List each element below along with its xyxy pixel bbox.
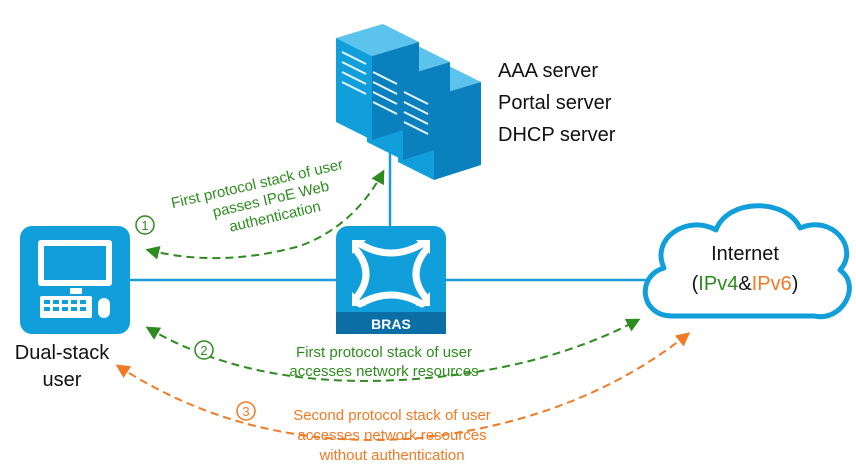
- paren-close: ): [792, 273, 799, 295]
- computer-icon: [38, 240, 112, 318]
- step2-line1: First protocol stack of user: [296, 344, 472, 361]
- paren-open: (: [692, 273, 699, 295]
- user-labels: Dual-stack user: [15, 342, 110, 391]
- step3-line1: Second protocol stack of user: [293, 407, 491, 424]
- bras-label: BRAS: [371, 316, 411, 332]
- internet-protocols: (IPv4&IPv6): [692, 273, 799, 295]
- server-labels: AAA server Portal server DHCP server: [498, 60, 616, 146]
- portal-server-label: Portal server: [498, 92, 612, 114]
- step3-line3: without authentication: [318, 447, 464, 464]
- step3-marker: 3: [236, 401, 256, 421]
- internet-label: Internet: [711, 243, 779, 265]
- step3-arrow: [115, 332, 691, 441]
- ipv4-label: IPv4: [698, 273, 738, 295]
- aaa-server-label: AAA server: [498, 60, 598, 82]
- step2-text: First protocol stack of user accesses ne…: [289, 344, 478, 380]
- user-label-line2: user: [43, 369, 82, 391]
- step3-line2: accesses network resources: [297, 427, 486, 444]
- cloud-icon: [642, 203, 852, 320]
- step3-number: 3: [242, 404, 249, 419]
- internet-cloud: Internet (IPv4&IPv6): [642, 203, 852, 320]
- connection-lines: [128, 150, 650, 282]
- user-label-line1: Dual-stack: [15, 342, 110, 364]
- step1-marker: 1: [135, 215, 155, 235]
- server-rack-icon: [336, 24, 481, 180]
- ipv6-label: IPv6: [752, 273, 792, 295]
- step3-text: Second protocol stack of user accesses n…: [293, 407, 491, 464]
- step2-line2: accesses network resources: [289, 363, 478, 380]
- amp-label: &: [738, 273, 752, 295]
- step1-arrow: [145, 169, 385, 260]
- bras-device: BRAS: [336, 226, 446, 334]
- step1-number: 1: [141, 218, 148, 233]
- step2-marker: 2: [194, 340, 214, 360]
- dhcp-server-label: DHCP server: [498, 124, 616, 146]
- step2-number: 2: [200, 343, 207, 358]
- user-device: [20, 226, 130, 334]
